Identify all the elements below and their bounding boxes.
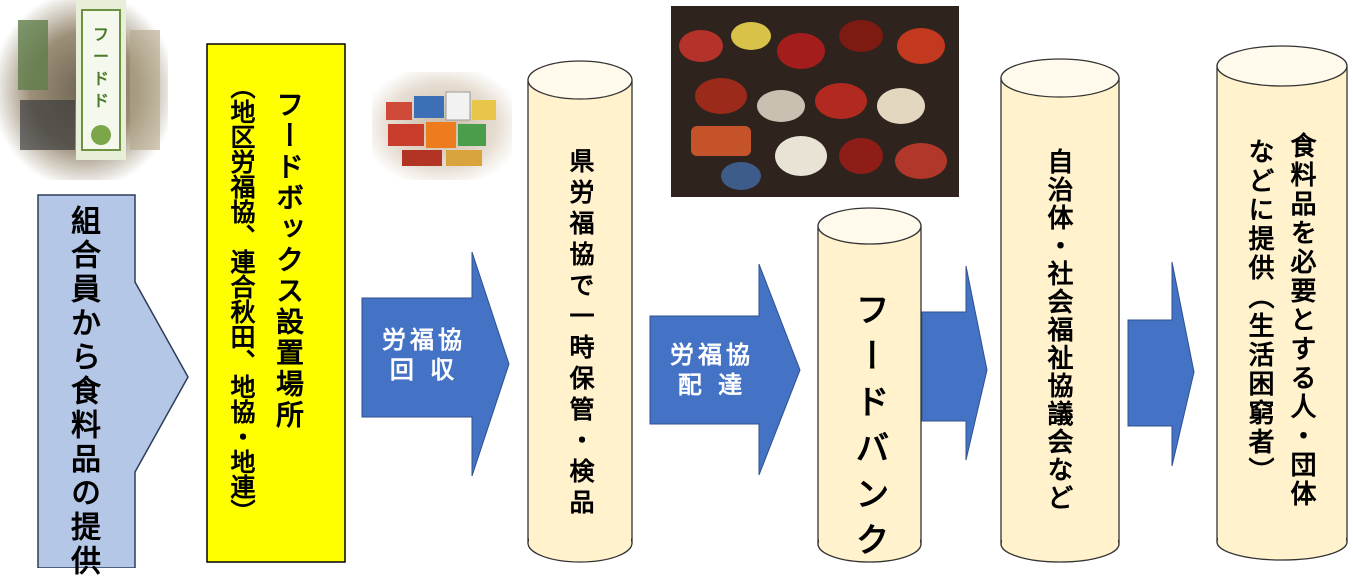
arrow1-line2: 回 収	[389, 356, 459, 384]
arrow2-line1: 労福協	[670, 341, 754, 369]
food-drive-banner-photo: フ ー ド ド	[0, 0, 168, 180]
arrow2-line2: 配 達	[677, 371, 747, 399]
step2-label: フードボックス設置場所 （地区労福協、連合秋田、地協・地連）	[224, 74, 306, 554]
step1-shape	[37, 194, 189, 568]
step4-cylinder	[817, 207, 922, 563]
step4-label: フードバンク	[849, 292, 889, 568]
arrow2-label: 労福協 配 達	[660, 340, 764, 400]
arrow1-line1: 労福協	[382, 326, 466, 354]
step6-line1: 食料品を必要とする人・団体	[1286, 132, 1316, 509]
step6-label: 食料品を必要とする人・団体 などに提供（生活困窮者）	[1242, 132, 1318, 532]
canned-food-photo	[671, 6, 959, 197]
step5-cylinder	[1000, 58, 1120, 563]
step5-label: 自治体・社会福祉協議会など	[1043, 148, 1073, 512]
step2-line1: フードボックス設置場所	[272, 90, 305, 431]
svg-text:フ: フ	[93, 25, 109, 44]
step1-label: 組合員から食料品の提供	[65, 205, 100, 579]
step3-cylinder	[527, 60, 633, 563]
step6-cylinder	[1216, 45, 1348, 561]
step2-line2: （地区労福協、連合秋田、地協・地連）	[227, 74, 256, 524]
arrow1-shape	[361, 251, 510, 477]
arrow3-shape	[921, 265, 988, 461]
svg-text:ー: ー	[93, 47, 109, 66]
step3-label: 県労福協で一時保管・検品	[566, 148, 595, 520]
svg-text:ド: ド	[93, 69, 109, 88]
arrow4-shape	[1127, 261, 1195, 467]
svg-text:ド: ド	[93, 91, 109, 110]
arrow1-label: 労福協 回 収	[372, 325, 476, 385]
food-items-photo	[372, 72, 512, 180]
step6-line2: などに提供（生活困窮者）	[1244, 138, 1274, 486]
arrow2-shape	[649, 263, 801, 476]
step2-shape	[206, 43, 346, 563]
